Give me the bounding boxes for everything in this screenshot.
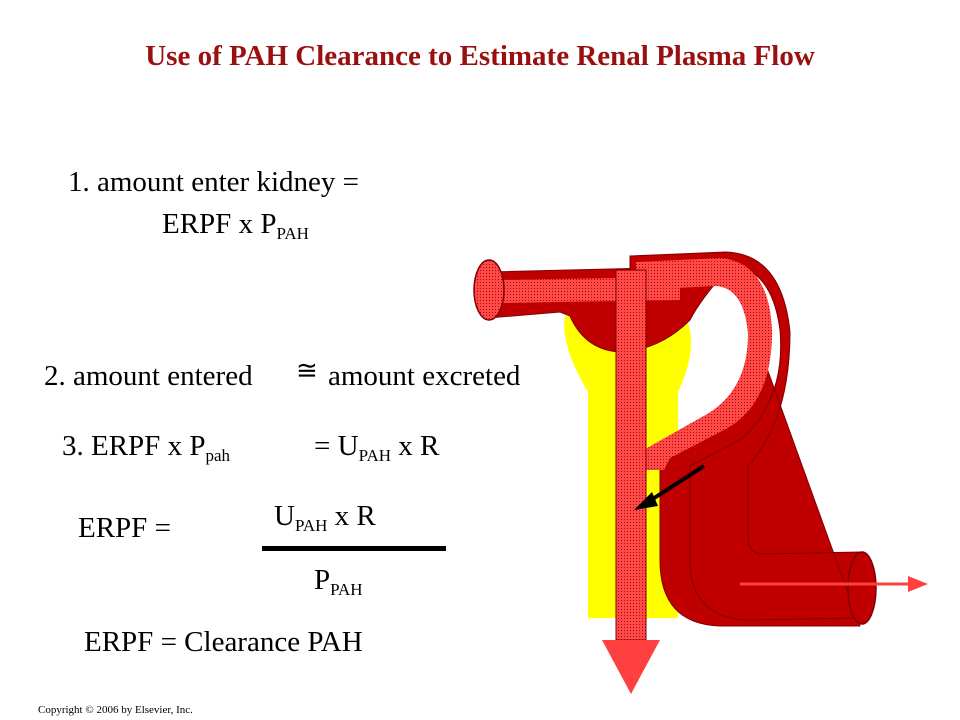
tubule-down: [615, 269, 647, 641]
step3-right: = UPAH x R: [314, 430, 440, 465]
step3-line: 3. ERPF x Ppah: [62, 430, 230, 465]
page-title: Use of PAH Clearance to Estimate Renal P…: [145, 40, 815, 72]
formula-conclusion: ERPF = Clearance PAH: [84, 626, 363, 658]
step2-left: 2. amount entered: [44, 362, 253, 391]
step1-text: 1. amount enter kidney =: [68, 166, 359, 198]
formula-lhs: ERPF =: [78, 512, 171, 544]
step1-expression: ERPF x P: [162, 208, 277, 240]
numerator-subscript: PAH: [294, 516, 328, 535]
step2-right-text: amount excreted: [328, 360, 521, 392]
step1-subscript: PAH: [276, 224, 309, 243]
step3-sub-a: pah: [205, 446, 230, 465]
step3-part-a: 3. ERPF x P: [62, 430, 206, 462]
afferent-vessel-opening: [473, 259, 505, 321]
numerator-tail: x R: [327, 500, 376, 532]
denominator-p: P: [314, 564, 331, 596]
fraction-line: [262, 546, 446, 551]
denominator-subscript: PAH: [330, 580, 363, 599]
copyright-text: Copyright © 2006 by Elsevier, Inc.: [38, 704, 193, 716]
step1-line1: 1. amount enter kidney =: [68, 168, 359, 197]
step3-sub-b: PAH: [358, 446, 392, 465]
step1-line2: ERPF x PPAH: [162, 208, 309, 243]
approx-equal-symbol: ≅: [296, 356, 318, 385]
secretion-arrow-head: [634, 492, 658, 510]
step2-right: amount excreted: [328, 362, 520, 391]
step2-left-text: 2. amount entered: [44, 360, 253, 392]
formula-denominator: PPAH: [314, 564, 363, 599]
secretion-arrow-line: [646, 464, 706, 504]
formula-numerator: UPAH x R: [274, 500, 376, 535]
efferent-vessel-opening: [847, 551, 877, 625]
numerator-u: U: [274, 500, 295, 532]
exit-arrow-head: [908, 576, 928, 592]
step3-part-c: x R: [391, 430, 440, 462]
step3-part-b: = U: [314, 430, 359, 462]
excretion-arrow-head: [602, 640, 660, 694]
peritubular-vessel-highlight: [636, 258, 772, 470]
